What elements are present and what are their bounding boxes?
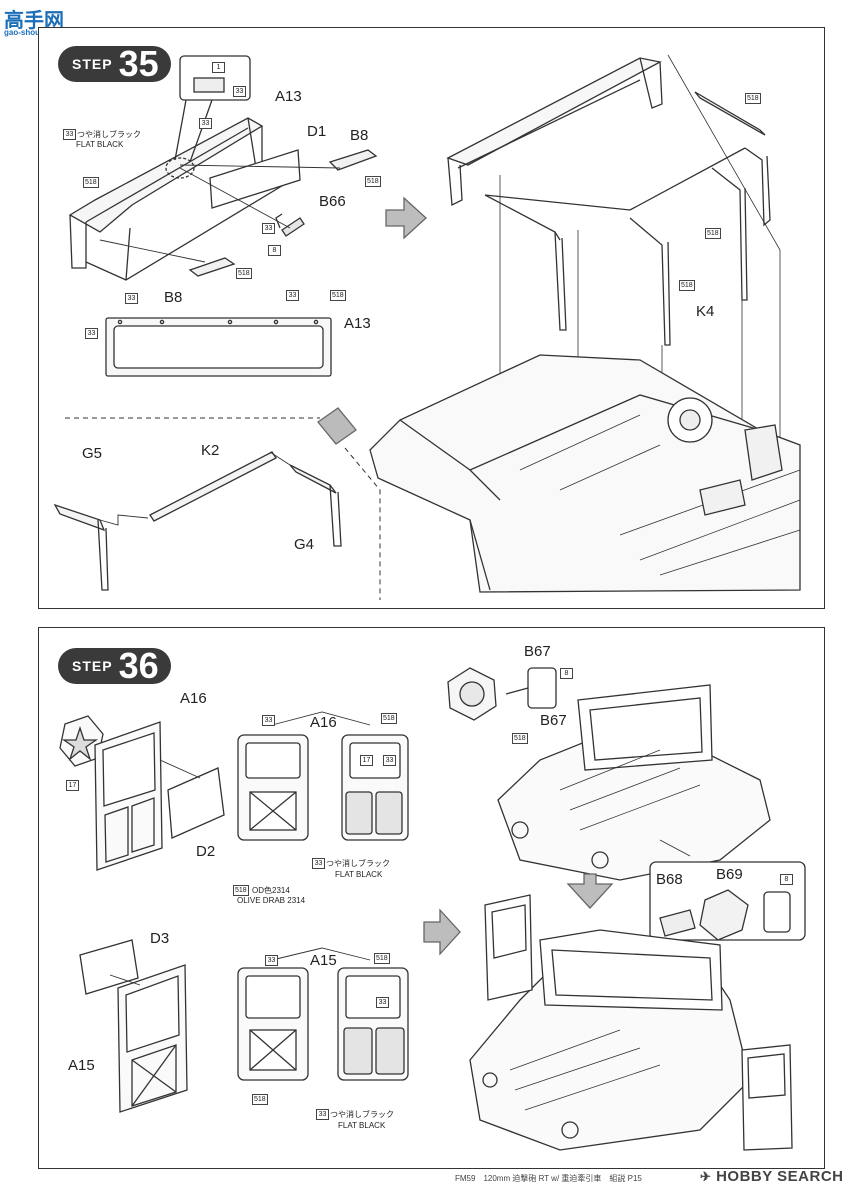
paint-note-jp: OD色2314	[252, 886, 290, 895]
paint-chip: 33	[262, 223, 275, 234]
step-36-panel	[38, 627, 825, 1169]
step-35-badge: STEP 35	[58, 46, 171, 82]
paint-note-en: FLAT BLACK	[335, 870, 383, 879]
label-a13-bottom: A13	[344, 315, 371, 332]
label-b67-mid: B67	[540, 712, 567, 729]
paint-note-en: FLAT BLACK	[76, 140, 124, 149]
brand-logo-icon: ✈	[700, 1169, 712, 1184]
label-g4: G4	[294, 536, 315, 553]
part-chip: 8	[268, 245, 281, 256]
label-d3: D3	[150, 930, 170, 947]
paint-chip: 518	[330, 290, 346, 301]
paint-note-jp: つや消しブラック	[77, 130, 141, 139]
part-chip: 8	[780, 874, 793, 885]
label-a16-left: A16	[180, 690, 207, 707]
paint-chip: 518	[745, 93, 761, 104]
paint-chip: 17	[66, 780, 79, 791]
label-b66: B66	[319, 193, 346, 210]
label-d2: D2	[196, 843, 216, 860]
paint-code-chip: 33	[63, 129, 76, 140]
paint-chip: 518	[365, 176, 381, 187]
paint-chip: 518	[381, 713, 397, 724]
paint-note-en: FLAT BLACK	[338, 1121, 386, 1130]
paint-chip: 33	[199, 118, 212, 129]
paint-note-jp: つや消しブラック	[326, 859, 390, 868]
label-a16-mid: A16	[310, 714, 337, 731]
paint-code-chip: 33	[312, 858, 325, 869]
paint-chip: 518	[236, 268, 252, 279]
part-chip: 1	[212, 62, 225, 73]
step-word: STEP	[72, 658, 113, 674]
label-d1: D1	[307, 123, 327, 140]
label-a13-top: A13	[275, 88, 302, 105]
label-a15-mid: A15	[310, 952, 337, 969]
label-b68: B68	[656, 871, 683, 888]
footer-brand: ✈ HOBBY SEARCH	[700, 1168, 843, 1185]
paint-chip: 518	[252, 1094, 268, 1105]
paint-chip: 33	[262, 715, 275, 726]
label-b8-top: B8	[350, 127, 369, 144]
paint-chip: 518	[705, 228, 721, 239]
paint-chip: 17	[360, 755, 373, 766]
step-36-badge: STEP 36	[58, 648, 171, 684]
part-chip: 8	[560, 668, 573, 679]
label-k4: K4	[696, 303, 715, 320]
paint-chip: 33	[376, 997, 389, 1008]
label-a15-left: A15	[68, 1057, 95, 1074]
paint-chip: 518	[83, 177, 99, 188]
paint-chip: 33	[286, 290, 299, 301]
label-b8-bottom: B8	[164, 289, 183, 306]
paint-chip: 518	[679, 280, 695, 291]
paint-chip: 518	[512, 733, 528, 744]
step-word: STEP	[72, 56, 113, 72]
label-g5: G5	[82, 445, 103, 462]
watermark-logo: 高手网	[4, 10, 64, 32]
paint-chip: 33	[85, 328, 98, 339]
brand-name: HOBBY SEARCH	[716, 1168, 844, 1185]
paint-chip: 518	[374, 953, 390, 964]
paint-note-en: OLIVE DRAB 2314	[237, 896, 306, 905]
paint-code-chip: 33	[316, 1109, 329, 1120]
label-b67-top: B67	[524, 643, 551, 660]
step-number: 36	[118, 645, 159, 686]
label-b69: B69	[716, 866, 743, 883]
footer-text: FM59 120mm 迫撃砲 RT w/ 重迫牽引車 組説 P15	[455, 1174, 642, 1183]
step-number: 35	[118, 43, 159, 84]
paint-note-jp: つや消しブラック	[330, 1110, 394, 1119]
watermark-url: gao-shou.com.cn	[4, 28, 70, 37]
paint-chip: 33	[265, 955, 278, 966]
label-k2: K2	[201, 442, 220, 459]
paint-code-chip: 518	[233, 885, 249, 896]
paint-chip: 33	[233, 86, 246, 97]
paint-chip: 33	[383, 755, 396, 766]
paint-chip: 33	[125, 293, 138, 304]
